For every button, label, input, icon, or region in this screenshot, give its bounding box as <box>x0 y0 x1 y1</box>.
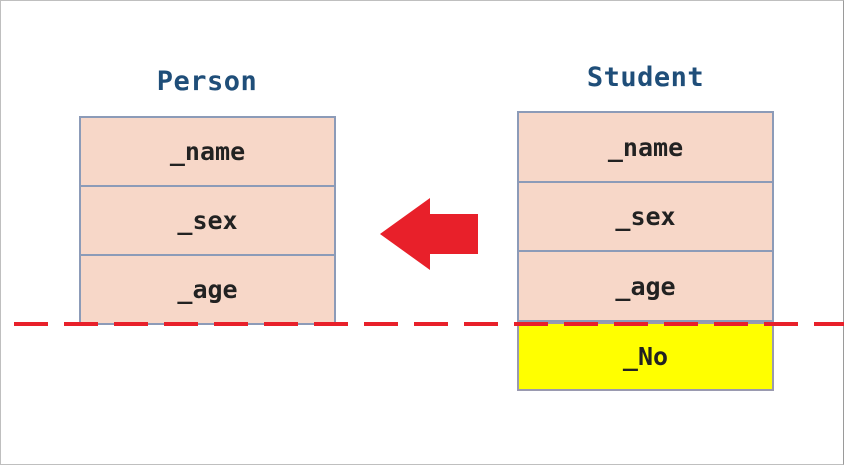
student-field-no: _No <box>517 322 774 391</box>
person-field-age: _age <box>79 254 336 325</box>
inheritance-arrow-icon <box>380 198 478 270</box>
class-title-person: Person <box>156 66 258 97</box>
person-field-name: _name <box>79 116 336 187</box>
student-field-name: _name <box>517 111 774 183</box>
class-title-student: Student <box>586 62 705 93</box>
student-field-age: _age <box>517 250 774 322</box>
student-field-sex: _sex <box>517 181 774 252</box>
person-field-sex: _sex <box>79 185 336 256</box>
